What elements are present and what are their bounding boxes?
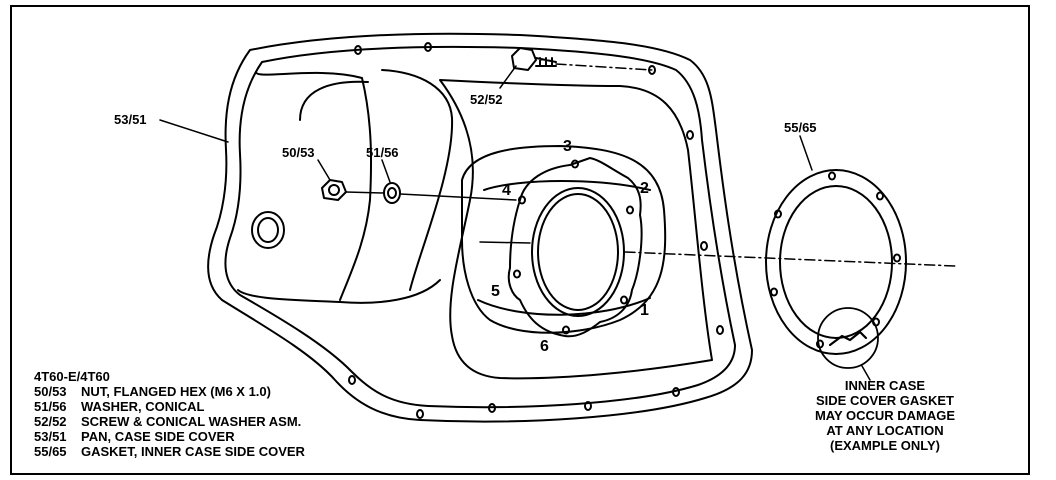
sequence-number-5: 5 xyxy=(491,283,500,300)
case-side-cover-pan xyxy=(207,32,753,423)
legend-heading: 4T60-E/4T60 xyxy=(34,369,110,384)
callout-washer: 51/56 xyxy=(366,145,399,160)
callout-pan: 53/51 xyxy=(114,112,147,127)
inner-case-side-cover-gasket xyxy=(765,169,907,381)
sequence-number-1: 1 xyxy=(640,302,649,319)
sequence-number-6: 6 xyxy=(540,338,549,355)
callout-nut: 50/53 xyxy=(282,145,315,160)
callout-screw: 52/52 xyxy=(470,92,503,107)
diagram-border xyxy=(10,5,1030,475)
nut-and-washer xyxy=(321,179,517,204)
note-line: AT ANY LOCATION xyxy=(826,423,944,438)
sequence-number-2: 2 xyxy=(640,180,649,197)
note-line: SIDE COVER GASKET xyxy=(816,393,954,408)
note-line: (EXAMPLE ONLY) xyxy=(829,438,941,453)
callout-gasket: 55/65 xyxy=(784,120,817,135)
leader-lines xyxy=(159,65,813,183)
gasket-damage-note: INNER CASE SIDE COVER GASKET MAY OCCUR D… xyxy=(790,378,980,453)
note-line: MAY OCCUR DAMAGE xyxy=(814,408,956,423)
inner-side-cover-plate xyxy=(479,157,956,338)
sequence-number-4: 4 xyxy=(502,182,511,199)
sequence-number-3: 3 xyxy=(563,138,572,155)
note-line: INNER CASE xyxy=(844,378,926,393)
